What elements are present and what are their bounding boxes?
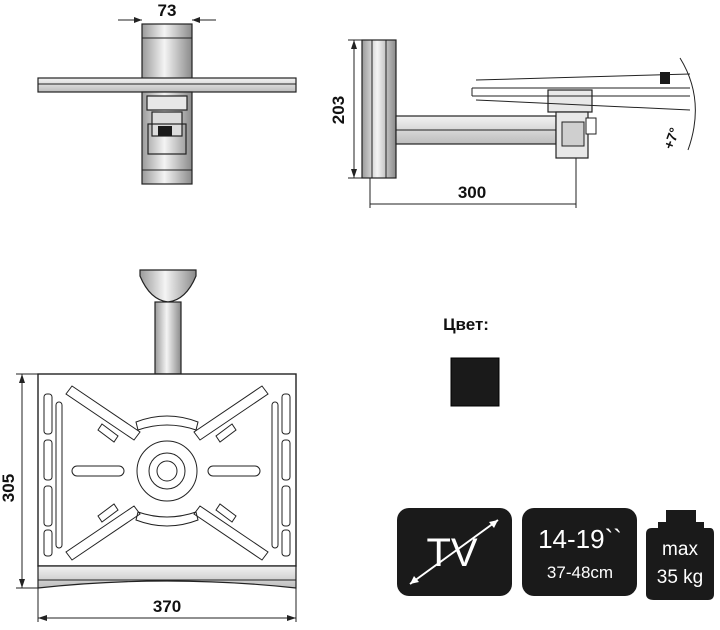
color-label: Цвет: [443, 315, 489, 334]
weight-text: 35 kg [657, 567, 703, 588]
color-swatch [450, 357, 500, 407]
front-width-label: 370 [153, 597, 181, 616]
front-height-label: 305 [0, 474, 18, 502]
top-width-label: 73 [158, 1, 177, 20]
weight-badge: max 35 kg [646, 510, 714, 600]
weight-icon [646, 510, 714, 600]
max-text: max [662, 539, 698, 560]
top-view: 73 [37, 1, 297, 185]
size-cm-text: 37-48cm [547, 563, 613, 582]
side-height-label: 203 [329, 96, 348, 124]
front-view: 305 370 [0, 269, 297, 622]
tilt-label: +7° [660, 125, 682, 151]
size-inch-text: 14-19`` [538, 524, 622, 554]
color-section: Цвет: [443, 315, 500, 407]
side-view: 203 +7° 300 [329, 39, 696, 208]
tv-badge: TV [397, 508, 512, 596]
size-badge: 14-19`` 37-48cm [522, 508, 637, 596]
side-length-label: 300 [458, 183, 486, 202]
